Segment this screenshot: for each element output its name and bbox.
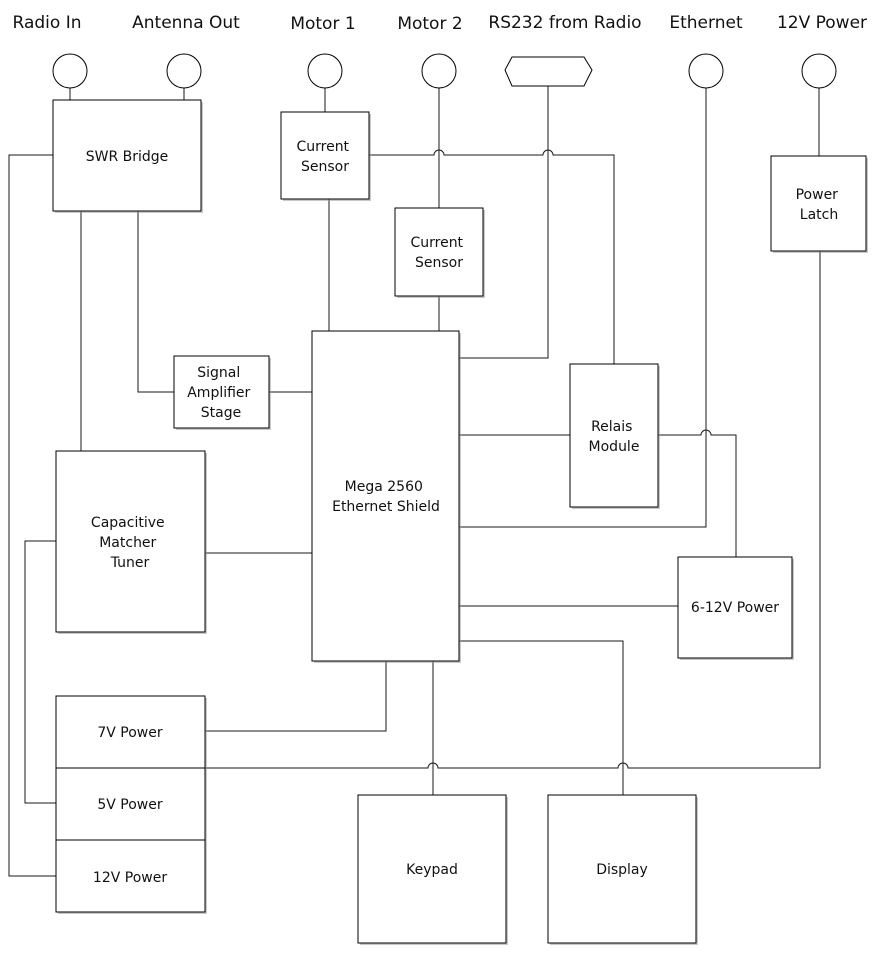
wire-swr-to-12v-power: [8, 154, 56, 877]
current-sensor-1-line-2: Sensor: [301, 159, 349, 175]
header-12v-power: 12V Power: [777, 13, 867, 33]
antenna-out-connector: [166, 53, 202, 89]
svg-text:Current Sensor: Current Sensor: [410, 235, 467, 271]
wire-sensor1-to-relais: [369, 149, 615, 364]
mega-2560-line-1: Mega 2560: [345, 479, 423, 495]
svg-text:Capacitive Matcher: Capacitive Matcher Tuner: [91, 515, 169, 571]
relais-module-line-2: Module: [589, 439, 640, 455]
power-latch-block: Power Latch: [770, 155, 868, 253]
mega-2560-line-2: Ethernet Shield: [332, 499, 440, 515]
svg-text:7V Power: 7V Power: [97, 725, 163, 741]
power-5v-label: 5V Power: [97, 797, 163, 813]
signal-amplifier-line-2: Amplifier: [187, 385, 250, 401]
swr-bridge-label: SWR Bridge: [86, 149, 169, 165]
wire-ethernet-to-mega: [459, 88, 707, 528]
capacitive-tuner-line-3: Tuner: [110, 555, 150, 571]
current-sensor-2-line-1: Current: [410, 235, 463, 251]
wire-relais-to-6-12v: [658, 429, 737, 557]
12v-power-connector: [801, 53, 837, 89]
swr-bridge-block: SWR Bridge: [52, 99, 203, 213]
current-sensor-2-line-2: Sensor: [415, 255, 463, 271]
current-sensor-1-block: Current Sensor: [280, 111, 371, 201]
current-sensor-1-line-1: Current: [296, 139, 349, 155]
power-6-12v-label: 6-12V Power: [691, 600, 779, 616]
current-sensor-2-block: Current Sensor: [394, 207, 485, 298]
wires: [8, 86, 821, 877]
svg-text:Current Sensor: Current Sensor: [296, 139, 353, 175]
rs232-connector: [504, 56, 593, 87]
signal-amplifier-line-3: Stage: [201, 405, 241, 421]
wire-tuner-to-5v: [24, 540, 56, 804]
display-label: Display: [596, 862, 648, 878]
wire-swr-to-amp: [137, 211, 174, 393]
capacitive-tuner-line-2: Matcher: [99, 535, 156, 551]
motor2-connector: [421, 53, 457, 89]
svg-text:12V Power: 12V Power: [93, 870, 167, 886]
svg-text:5V Power: 5V Power: [97, 797, 163, 813]
header-motor-2: Motor 2: [397, 14, 462, 34]
power-latch-line-1: Power: [796, 187, 839, 203]
ethernet-connector: [688, 53, 724, 89]
relais-module-block: Relais Module: [569, 363, 660, 509]
capacitive-tuner-line-1: Capacitive: [91, 515, 165, 531]
svg-text:SWR Bridge: SWR Bridge: [86, 149, 169, 165]
motor1-connector: [307, 53, 343, 89]
relais-module-line-1: Relais: [591, 419, 632, 435]
svg-text:Display: Display: [596, 862, 648, 878]
display-block: Display: [547, 794, 698, 945]
wire-latch-to-5v-rail: [205, 251, 821, 769]
svg-text:Signal Amplifier S: Signal Amplifier Stage: [187, 365, 255, 421]
svg-text:Mega 2560 Ethernet Shiel: Mega 2560 Ethernet Shield: [332, 479, 440, 515]
svg-text:6-12V Power: 6-12V Power: [691, 600, 779, 616]
header-motor-1: Motor 1: [290, 14, 355, 34]
power-7v-label: 7V Power: [97, 725, 163, 741]
keypad-block: Keypad: [357, 794, 508, 945]
svg-text:Power Latch: Power Latch: [796, 187, 843, 223]
wire-mega-to-display: [459, 640, 624, 795]
header-rs232: RS232 from Radio: [488, 13, 641, 33]
header-antenna-out: Antenna Out: [132, 13, 240, 33]
connectors: [52, 53, 837, 89]
capacitive-tuner-block: Capacitive Matcher Tuner: [55, 450, 207, 634]
header-radio-in: Radio In: [13, 13, 82, 33]
power-latch-line-2: Latch: [800, 207, 838, 223]
power-12v-block: [55, 839, 206, 913]
radio-in-connector: [52, 53, 88, 89]
power-6-12v-block: 6-12V Power: [677, 556, 794, 660]
wire-mega-to-7v: [205, 661, 387, 732]
keypad-label: Keypad: [406, 862, 458, 878]
power-5v-block: [55, 767, 206, 841]
power-supply-stack: 7V Power 5V Power 12V Power: [55, 695, 207, 914]
power-12v-label: 12V Power: [93, 870, 167, 886]
mega-2560-block: Mega 2560 Ethernet Shield: [311, 330, 461, 663]
wire-rs232-to-mega: [459, 86, 549, 359]
svg-text:Keypad: Keypad: [406, 862, 458, 878]
signal-amplifier-line-1: Signal: [197, 365, 240, 381]
signal-amplifier-block: Signal Amplifier Stage: [173, 355, 271, 430]
power-7v-block: [55, 695, 206, 769]
svg-text:Relais Module: Relais Module: [589, 419, 640, 455]
header-ethernet: Ethernet: [669, 13, 743, 33]
